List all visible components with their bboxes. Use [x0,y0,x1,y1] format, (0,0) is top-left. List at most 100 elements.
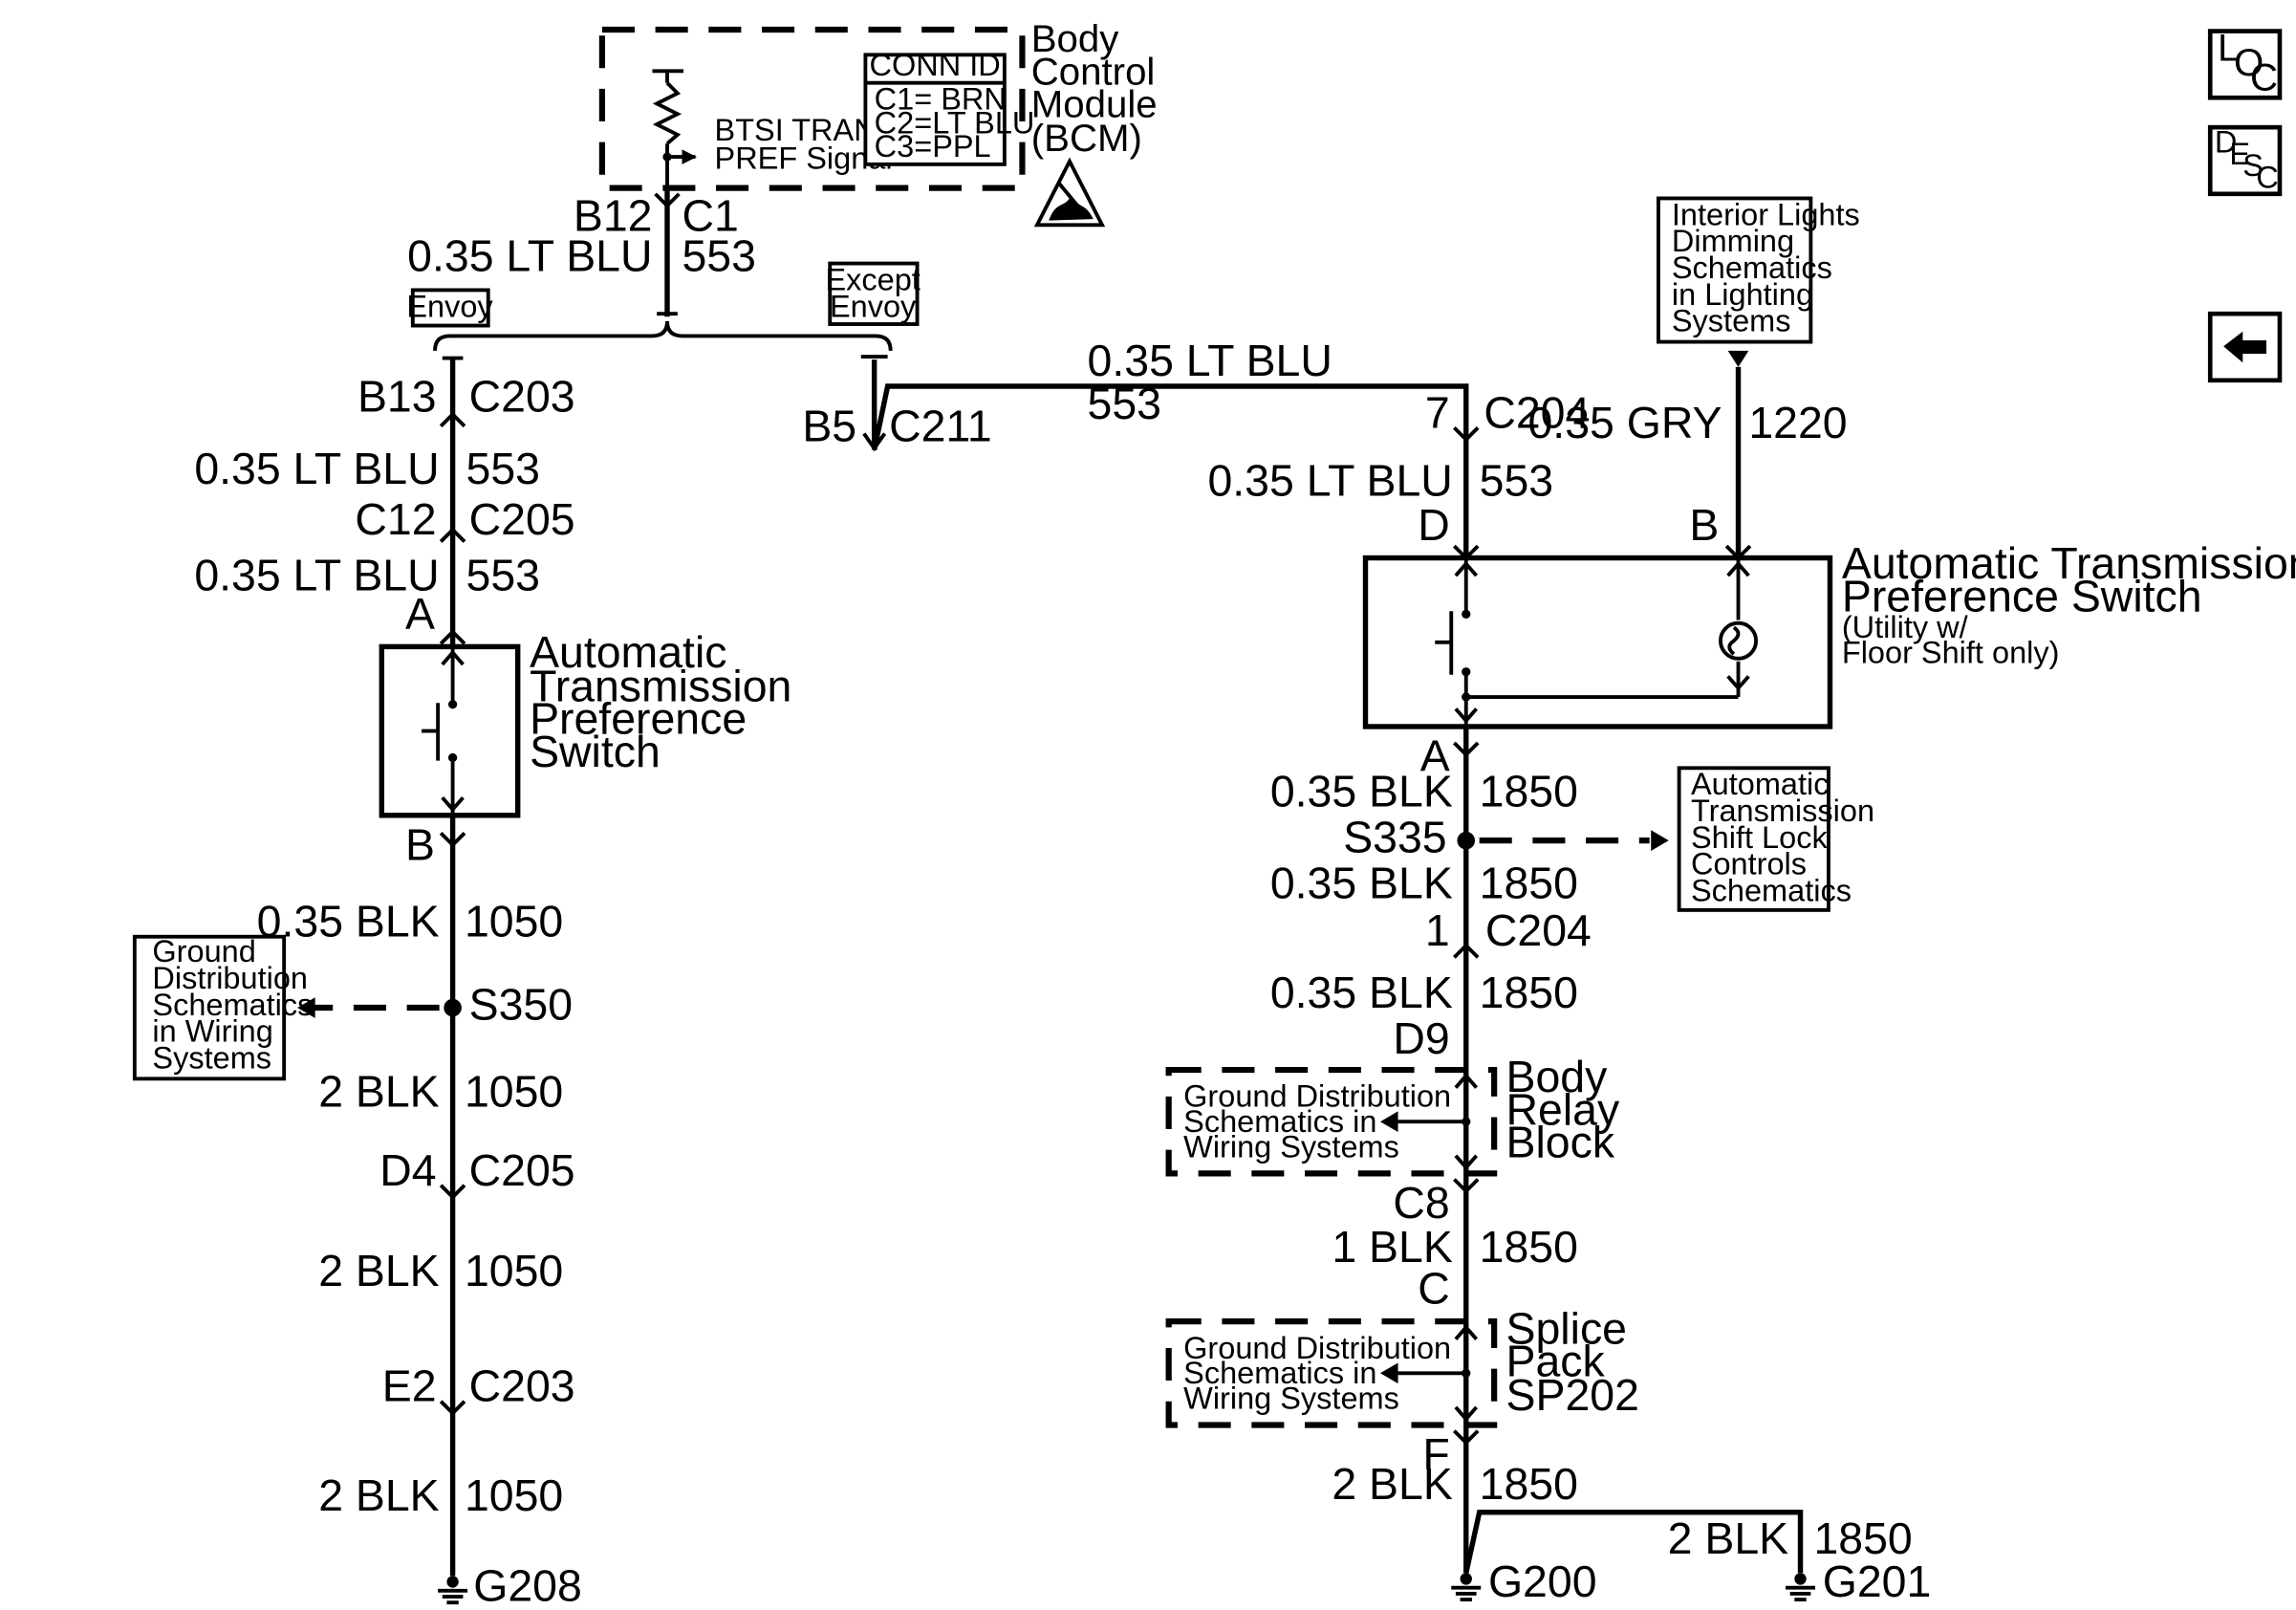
wire-gauge-label: 2 BLK [1332,1459,1452,1509]
pin-d4: D4 [379,1145,436,1195]
pin-1: 1 [1425,905,1450,955]
wire-gauge-label: 0.35 GRY [1527,398,1722,447]
svg-text:S: S [2242,148,2264,183]
svg-text:Shift Lock: Shift Lock [1691,820,1828,855]
conn-id-row: C2=LT BLU [875,105,1035,140]
left-switch-label: Automatic [530,627,726,677]
splice-pack-label: Splice [1506,1303,1627,1353]
wire-circuit-label: 553 [682,230,755,280]
svg-text:L: L [2218,27,2239,70]
svg-text:Schematics: Schematics [152,988,313,1022]
svg-text:C: C [2250,55,2278,98]
svg-text:Wiring Systems: Wiring Systems [1183,1381,1399,1415]
esd-warning-icon [1033,157,1106,228]
wire-gauge-label: 0.35 BLK [1270,767,1453,816]
bcm-signal-line-2: PREF Signal [715,141,893,175]
wire-gauge-label: 0.35 LT BLU [1207,456,1452,506]
svg-text:Ground: Ground [152,934,255,968]
right-switch-label: Preference Switch [1842,571,2202,620]
wire-gauge-label: 0.35 BLK [1270,859,1453,908]
svg-text:Dimming: Dimming [1672,224,1794,258]
svg-text:Controls: Controls [1691,847,1807,881]
right-switch-note: Floor Shift only) [1842,635,2060,669]
loc-button[interactable]: L O C [2207,27,2283,100]
pin-b: B [405,819,435,869]
back-arrow-icon [2223,331,2267,363]
pin-d9: D9 [1393,1013,1449,1063]
splice-pack-sp202 [1165,1318,1498,1428]
pin-c: C [1418,1264,1450,1314]
wire-circuit-label: 1050 [465,1470,563,1520]
ground-g208: G208 [473,1561,582,1610]
right-switch-label: Automatic Transmission [1842,538,2296,588]
pin-b12: B12 [574,191,653,241]
bcm-title-line: (BCM) [1031,117,1142,160]
svg-text:Ground Distribution: Ground Distribution [1183,1331,1451,1365]
relay-block-label: Body [1506,1052,1609,1101]
wire-gauge-label: 0.35 LT BLU [407,230,652,280]
connector-c204: C204 [1484,387,1590,437]
svg-text:Systems: Systems [1672,304,1791,338]
svg-text:Schematics in: Schematics in [1183,1356,1376,1390]
pin-d: D [1418,500,1450,550]
back-button[interactable] [2207,311,2283,383]
svg-text:C: C [2256,161,2278,195]
ground-icon [438,1576,468,1605]
wire-circuit-label: 1850 [1480,859,1578,908]
relay-block-label: Relay [1506,1084,1620,1134]
svg-text:Interior Lights: Interior Lights [1672,197,1860,231]
shift-lock-ref[interactable]: Automatic Transmission Shift Lock Contro… [1677,766,1874,912]
wire-circuit-label: 1850 [1480,1222,1578,1272]
wire-circuit-label: 553 [466,551,540,600]
wire-gauge-label: 0.35 LT BLU [1088,336,1332,385]
pin-f: F [1422,1429,1449,1479]
wire-circuit-label: 1850 [1480,968,1578,1017]
desc-button[interactable]: D E S C [2207,124,2283,197]
splice-ground-ref[interactable]: Ground Distribution Schematics in Wiring… [1183,1331,1451,1416]
lamp-icon [1719,620,1759,661]
conn-id-row: C3=PPL [875,129,991,163]
pin-c8: C8 [1393,1178,1449,1228]
svg-text:Schematics in: Schematics in [1183,1104,1376,1139]
wire-gauge-label: 2 BLK [318,1067,439,1117]
right-preference-switch [1362,555,1833,729]
right-switch-note: (Utility w/ [1842,610,1969,644]
bcm-title-line: Module [1031,82,1158,125]
wire-gauge-label: 1 BLK [1332,1222,1452,1272]
splice-s335 [1457,831,1476,850]
svg-text:Wiring Systems: Wiring Systems [1183,1129,1399,1164]
wire-circuit-label: 1050 [465,897,563,946]
svg-text:Distribution: Distribution [152,961,308,995]
connector-c205-lower: C205 [469,1145,575,1195]
wire-circuit-label: 553 [466,444,540,493]
ground-icon [1786,1573,1816,1602]
wire-gauge-label: 2 BLK [1668,1513,1788,1563]
svg-text:O: O [2234,41,2264,84]
relay-ground-ref[interactable]: Ground Distribution Schematics in Wiring… [1183,1079,1451,1164]
ground-distribution-ref-left[interactable]: Ground Distribution Schematics in Wiring… [132,934,314,1081]
left-preference-switch [379,643,521,818]
wire-gauge-label: 0.35 LT BLU [194,444,439,493]
splice-pack-label: SP202 [1506,1370,1639,1420]
splice-s350 [444,998,462,1017]
connector-c211: C211 [889,401,992,450]
relay-block-label: Block [1506,1117,1615,1166]
svg-text:E: E [2229,137,2250,171]
svg-text:Ground Distribution: Ground Distribution [1183,1079,1451,1114]
connector-c203: C203 [469,371,575,421]
splice-s335-label: S335 [1343,813,1446,862]
left-switch-label: Switch [530,727,661,776]
wire-gauge-label: 0.35 BLK [257,897,440,946]
wire-circuit-label: 553 [1088,379,1161,428]
pin-a: A [405,589,435,639]
pin-e2: E2 [382,1361,437,1411]
interior-lights-ref[interactable]: Interior Lights Dimming Schematics in Li… [1657,196,1860,344]
wire-gauge-label: 0.35 BLK [1270,968,1453,1017]
wire-circuit-label: 1050 [465,1067,563,1117]
wire-gauge-label: 2 BLK [318,1246,439,1295]
wire-circuit-label: 1220 [1748,398,1847,447]
wire-circuit-label: 1050 [465,1246,563,1295]
option-except-envoy: Envoy [830,289,917,323]
ground-g200: G200 [1488,1556,1597,1606]
